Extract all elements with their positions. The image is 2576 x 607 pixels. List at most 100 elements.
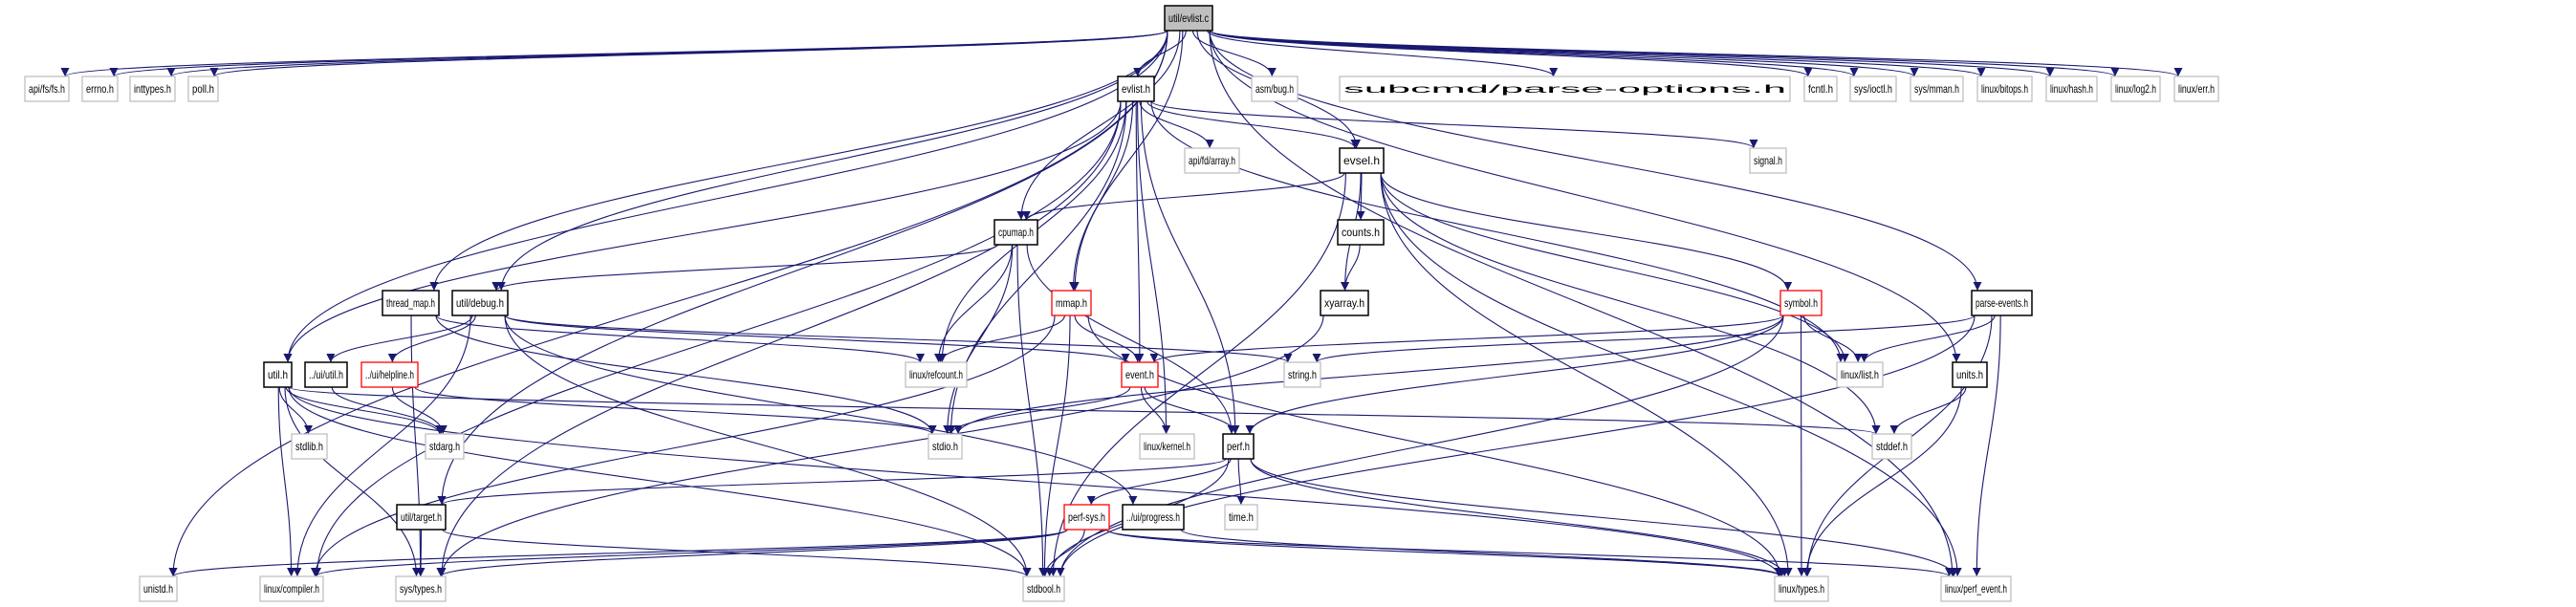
node-target[interactable]: util/target.h: [396, 504, 447, 531]
edge-evlist_c-to-threadmap: [429, 30, 1168, 292]
edge-perf-to-time: [1236, 458, 1246, 506]
edge-perf-to-ltypes: [1250, 458, 1789, 577]
node-bitops: linux/bitops.h: [1976, 76, 2033, 102]
edge-mmap-to-refcount: [935, 314, 1065, 363]
node-asmbug: asm/bug.h: [1251, 76, 1299, 102]
node-symbol[interactable]: symbol.h: [1779, 290, 1823, 316]
node-box: [1337, 219, 1385, 246]
node-debug[interactable]: util/debug.h: [451, 290, 509, 316]
node-box: [291, 433, 328, 460]
node-uiutil[interactable]: ../ui/util.h: [304, 361, 348, 388]
edge-util-to-stdlib: [278, 386, 313, 435]
node-perfsys[interactable]: perf-sys.h: [1063, 504, 1110, 531]
node-label: linux/refcount.h: [909, 368, 963, 381]
node-label: evsel.h: [1343, 154, 1380, 167]
node-stdarg: stdarg.h: [425, 433, 465, 460]
node-box: [1121, 361, 1159, 388]
node-evsel[interactable]: evsel.h: [1339, 147, 1385, 174]
edge-evlist_c-to-errno: [109, 30, 1168, 77]
node-label: linux/hash.h: [2050, 82, 2093, 96]
node-label: util/debug.h: [456, 296, 504, 310]
node-unistd: unistd.h: [139, 575, 178, 602]
edge-perfsys-to-unistd: [168, 529, 1068, 577]
node-event[interactable]: event.h: [1121, 361, 1159, 388]
edge-debug-to-uiutil: [326, 314, 473, 363]
node-label: linux/bitops.h: [1981, 82, 2028, 96]
edge-cpumap-to-refcount: [934, 244, 1013, 363]
edge-evlist_c-to-cpumap: [1016, 30, 1181, 221]
edge-helpline-to-stdio: [414, 386, 937, 435]
edge-evlist_c-to-fs: [60, 30, 1168, 77]
node-box: [993, 219, 1038, 246]
node-label: counts.h: [1342, 226, 1380, 239]
edge-debug-to-helpline: [387, 314, 476, 363]
node-ltypes: linux/types.h: [1774, 575, 1829, 602]
edge-evlist_c-to-asmbug: [1191, 30, 1277, 77]
node-box: [187, 76, 219, 102]
node-box: [425, 433, 465, 460]
node-label: util.h: [268, 368, 288, 381]
node-label: units.h: [1956, 368, 1983, 381]
edges-layer: [60, 30, 2183, 577]
node-helpline[interactable]: ../ui/helpline.h: [360, 361, 419, 388]
node-box: [1871, 433, 1912, 460]
edge-evlist_c-to-mmap: [1070, 30, 1184, 292]
node-errno: errno.h: [81, 76, 119, 102]
node-box: [1940, 575, 2012, 602]
node-units[interactable]: units.h: [1952, 361, 1988, 388]
node-label: ../ui/util.h: [309, 368, 343, 381]
node-evlist_c[interactable]: util/evlist.c: [1164, 5, 1213, 32]
node-box: [928, 433, 963, 460]
node-parseev[interactable]: parse-events.h: [1971, 290, 2033, 316]
edge-threadmap-to-refcount: [435, 314, 925, 363]
node-box: [1803, 76, 1838, 102]
edge-evlist_h-to-systypes: [437, 100, 1122, 577]
node-label: signal.h: [1754, 154, 1782, 167]
node-cpumap[interactable]: cpumap.h: [993, 219, 1038, 246]
node-progress[interactable]: ../ui/progress.h: [1122, 504, 1185, 531]
node-label: stddef.h: [1876, 440, 1908, 453]
node-box: [1139, 433, 1195, 460]
edge-symbol-to-event: [1149, 314, 1784, 363]
node-label: mmap.h: [1056, 296, 1087, 310]
edge-util-to-systypes: [284, 386, 422, 577]
node-err: linux/err.h: [2173, 76, 2219, 102]
edge-parseev-to-string: [1312, 314, 1976, 363]
node-box: [304, 361, 348, 388]
node-stdbool: stdbool.h: [1022, 575, 1065, 602]
node-box: [2045, 76, 2098, 102]
edge-uiutil-to-stdarg: [331, 386, 446, 435]
edge-evsel-to-list: [1380, 172, 1849, 363]
node-evlist_h[interactable]: evlist.h: [1117, 76, 1155, 102]
node-kernel: linux/kernel.h: [1139, 433, 1195, 460]
node-log2: linux/log2.h: [2110, 76, 2161, 102]
node-util[interactable]: util.h: [263, 361, 293, 388]
edge-mmap-to-compiler: [311, 314, 1056, 577]
edge-units-to-stddef: [1889, 386, 1967, 435]
node-fdarray: api/fd/array.h: [1184, 147, 1240, 174]
edge-evsel-to-perfevent: [1380, 172, 1962, 577]
edge-perfsys-to-stdbool: [1040, 529, 1085, 577]
edge-util-to-compiler: [277, 386, 296, 577]
node-label: ../ui/progress.h: [1126, 510, 1180, 524]
node-label: thread_map.h: [386, 296, 435, 310]
node-label: linux/list.h: [1841, 368, 1879, 381]
node-box: [1910, 76, 1964, 102]
node-label: cpumap.h: [998, 226, 1034, 239]
edge-evlist_c-to-ioctl: [1209, 30, 1859, 77]
edge-evlist_c-to-poll: [209, 30, 1168, 77]
edge-evlist_h-to-fdarray: [1139, 100, 1214, 149]
node-list: linux/list.h: [1836, 361, 1884, 388]
node-label: errno.h: [86, 82, 114, 96]
edge-symbol-to-stdio: [953, 314, 1784, 435]
node-label: perf-sys.h: [1068, 510, 1105, 524]
node-mmap[interactable]: mmap.h: [1051, 290, 1092, 316]
node-box: [1320, 290, 1369, 316]
edge-evlist_h-to-mmap: [1069, 100, 1134, 292]
node-counts[interactable]: counts.h: [1337, 219, 1385, 246]
node-threadmap[interactable]: thread_map.h: [382, 290, 440, 316]
node-perf[interactable]: perf.h: [1222, 433, 1255, 460]
node-xyarray[interactable]: xyarray.h: [1320, 290, 1369, 316]
node-compiler: linux/compiler.h: [259, 575, 324, 602]
